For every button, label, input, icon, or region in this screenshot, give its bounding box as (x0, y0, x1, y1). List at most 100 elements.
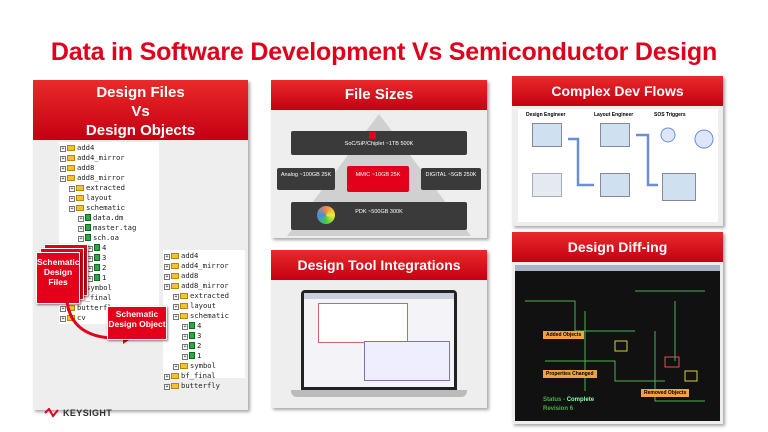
tree-row[interactable]: +3 (87, 253, 106, 262)
tree-row[interactable]: +4 (182, 321, 201, 330)
tree-label: add4_mirror (181, 261, 229, 270)
folder-icon (171, 283, 179, 289)
expand-icon[interactable]: + (182, 344, 188, 350)
tree-row[interactable]: + butterfly (60, 303, 116, 312)
folder-icon (67, 165, 75, 171)
tree-row[interactable]: + sch.oa (78, 233, 119, 242)
tree-label: 1 (197, 351, 202, 360)
tree-row[interactable]: +add4 (60, 143, 94, 152)
diff-status: Status - Complete (543, 397, 595, 403)
tree-row[interactable]: + add4_mirror (164, 261, 229, 270)
tree-label: cv (77, 313, 86, 322)
tree-label: 3 (102, 253, 107, 262)
tree-label: 3 (197, 331, 202, 340)
tree-row[interactable]: +2 (182, 341, 201, 350)
expand-icon[interactable]: + (173, 364, 179, 370)
folder-icon (180, 363, 188, 369)
tree-label: extracted (190, 291, 229, 300)
file-icon (94, 264, 100, 271)
tree-row[interactable]: +2 (87, 263, 106, 272)
expand-icon[interactable]: + (182, 354, 188, 360)
tree-label: add4_mirror (77, 153, 125, 162)
expand-icon[interactable]: + (60, 306, 66, 312)
tree-label: sch.oa (93, 233, 119, 242)
tree-row[interactable]: +3 (182, 331, 201, 340)
expand-icon[interactable]: + (60, 176, 66, 182)
tree-label: master.tag (93, 223, 137, 232)
expand-icon[interactable]: + (60, 166, 66, 172)
file-sizes-panel: File Sizes SoC/SiP/Chiplet ~1TB 500K Ana… (271, 80, 487, 238)
flow-thumb-5 (532, 173, 562, 197)
tree-row[interactable]: + symbol (173, 361, 216, 370)
removed-objects-tag: Removed Objects (641, 389, 690, 397)
soc-box: SoC/SiP/Chiplet ~1TB 500K (291, 131, 467, 155)
tree-row[interactable]: +1 (87, 273, 106, 282)
expand-icon[interactable]: + (78, 236, 84, 242)
tree-row[interactable]: + master.tag (78, 223, 136, 232)
analog-text: Analog ~100GB 25K (280, 172, 332, 178)
file-icon (94, 244, 100, 251)
expand-icon[interactable]: + (60, 156, 66, 162)
expand-icon[interactable]: + (164, 264, 170, 270)
tree-row[interactable]: +4 (87, 243, 106, 252)
tree-label: symbol (190, 361, 216, 370)
file-icon (189, 352, 195, 359)
tree-row[interactable]: +bf_final (164, 371, 216, 380)
folder-icon (67, 175, 75, 181)
tree-row[interactable]: +1 (182, 351, 201, 360)
file-icon (94, 254, 100, 261)
flow-thumb-1 (532, 123, 562, 147)
expand-icon[interactable]: + (60, 316, 66, 322)
folder-icon (67, 155, 75, 161)
tree-label: add8 (181, 271, 199, 280)
expand-icon[interactable]: + (60, 146, 66, 152)
expand-icon[interactable]: + (164, 254, 170, 260)
expand-icon[interactable]: + (69, 206, 75, 212)
tree-row[interactable]: +schematic (173, 311, 229, 320)
tree-row[interactable]: +add8_mirror (60, 173, 125, 182)
expand-icon[interactable]: + (173, 294, 179, 300)
expand-icon[interactable]: + (182, 334, 188, 340)
expand-icon[interactable]: + (164, 384, 170, 390)
tree-label: 4 (102, 243, 107, 252)
object-tree: +add4+add4_mirror+add8+add8_mirror+extra… (163, 250, 245, 390)
tree-row[interactable]: +add4 (164, 251, 198, 260)
expand-icon[interactable]: + (164, 284, 170, 290)
tree-row[interactable]: +layout (173, 301, 216, 310)
expand-icon[interactable]: + (164, 374, 170, 380)
tree-row[interactable]: + extracted (173, 291, 229, 300)
tree-label: butterfly (77, 303, 116, 312)
tree-row[interactable]: +data.dm (78, 213, 123, 222)
expand-icon[interactable]: + (182, 324, 188, 330)
flow-diagram: Design Engineer Layout Engineer SOS Trig… (518, 109, 718, 222)
expand-icon[interactable]: + (78, 226, 84, 232)
tree-row[interactable]: + add4_mirror (60, 153, 125, 162)
expand-icon[interactable]: + (164, 274, 170, 280)
expand-icon[interactable]: + (69, 186, 75, 192)
schematic-files-card: Schematic Design Files (36, 252, 80, 304)
revision-value: 6 (569, 406, 574, 412)
circuit-drawing (525, 290, 705, 402)
tree-row[interactable]: +layout (69, 193, 112, 202)
tree-row[interactable]: +schematic (69, 203, 125, 212)
flow-col-layout: Layout Engineer (594, 112, 634, 118)
expand-icon[interactable]: + (69, 196, 75, 202)
analog-box: Analog ~100GB 25K (277, 168, 335, 190)
diff-panel: Design Diff-ing Added Objects Properties… (512, 232, 723, 424)
design-files-header: Design Files Vs Design Objects (33, 80, 248, 140)
file-icon (189, 322, 195, 329)
tree-row[interactable]: + add8 (164, 271, 198, 280)
tree-row[interactable]: +add8 (60, 163, 94, 172)
folder-icon (76, 195, 84, 201)
keysight-wave-icon (44, 408, 59, 418)
diff-canvas: Added Objects Properties Changed Removed… (515, 265, 720, 421)
tree-row[interactable]: +extracted (69, 183, 125, 192)
tree-row[interactable]: +butterfly (164, 381, 220, 390)
expand-icon[interactable]: + (173, 314, 179, 320)
expand-icon[interactable]: + (173, 304, 179, 310)
digital-box: DIGITAL ~5GB 250K (421, 168, 481, 190)
expand-icon[interactable]: + (78, 216, 84, 222)
tree-row[interactable]: +add8_mirror (164, 281, 229, 290)
tree-label: 2 (197, 341, 202, 350)
tool-integrations-panel: Design Tool Integrations (271, 250, 487, 408)
